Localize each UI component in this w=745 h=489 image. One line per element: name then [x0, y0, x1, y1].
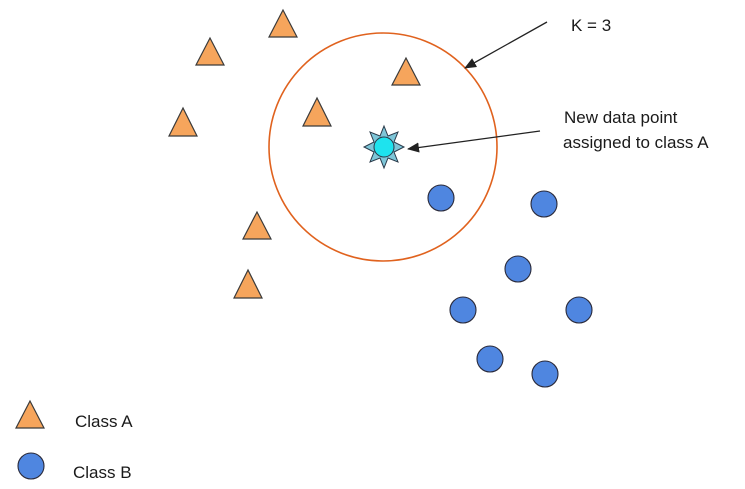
- legend-class-a-icon: [15, 399, 45, 429]
- legend-class-b-icon: [17, 452, 45, 480]
- class-a-point: [168, 106, 198, 137]
- class-a-points: [168, 8, 421, 299]
- class-a-point: [195, 36, 225, 66]
- new-point-arrow: [407, 130, 541, 153]
- class-b-point: [531, 360, 559, 388]
- legend: Class A Class B: [15, 399, 133, 482]
- class-a-point: [302, 96, 332, 127]
- legend-class-a-label: Class A: [75, 412, 133, 431]
- legend-class-b-label: Class B: [73, 463, 132, 482]
- class-b-point: [476, 345, 504, 373]
- class-a-point: [233, 268, 263, 299]
- k-arrow: [464, 21, 548, 69]
- class-b-points: [427, 184, 593, 388]
- new-point-label-line2: assigned to class A: [563, 133, 709, 152]
- class-b-point: [427, 184, 455, 212]
- class-a-point: [242, 210, 272, 240]
- k-label: K = 3: [571, 16, 611, 35]
- k-neighborhood-circle: [268, 32, 498, 262]
- class-a-point: [268, 8, 298, 38]
- class-b-point: [449, 296, 477, 324]
- new-point-core-icon: [373, 136, 395, 158]
- class-a-point: [391, 56, 421, 86]
- class-b-point: [504, 255, 532, 283]
- class-b-point: [565, 296, 593, 324]
- class-b-point: [530, 190, 558, 218]
- new-point-label-line1: New data point: [564, 108, 678, 127]
- new-data-point: [362, 124, 406, 170]
